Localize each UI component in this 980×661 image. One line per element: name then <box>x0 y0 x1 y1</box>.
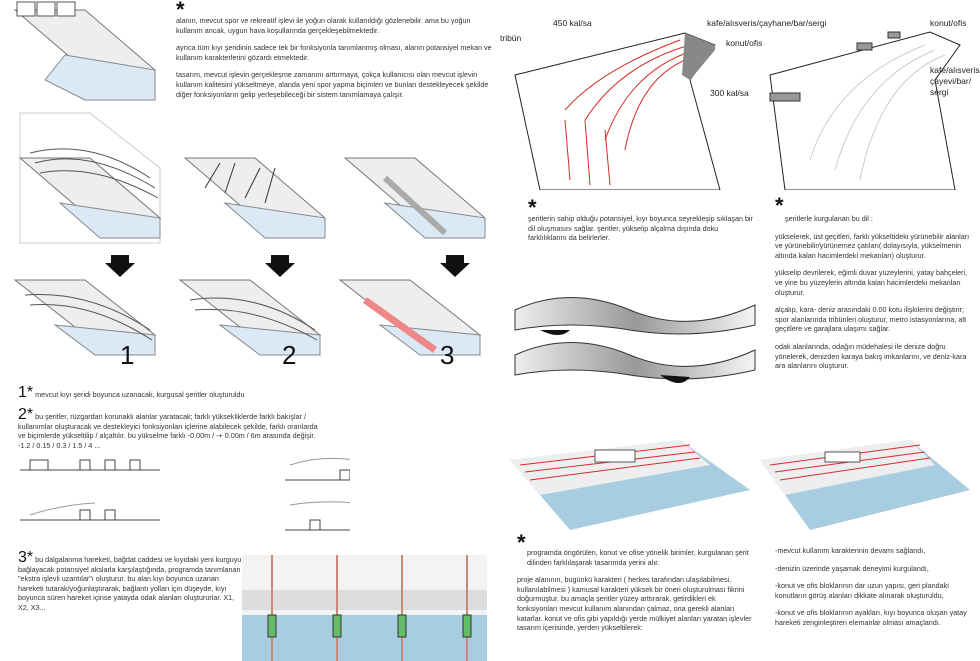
ribbon-illustration <box>514 297 756 384</box>
step-number: 1 <box>120 340 135 370</box>
axes-plan-diagram <box>242 555 487 661</box>
language-paragraph: odak alanlarında, odağın müdehalesi ile … <box>775 341 967 371</box>
label-450: 450 kal/sa <box>553 18 592 28</box>
note-number: 1* <box>18 384 34 401</box>
capacity-diagram <box>514 32 721 190</box>
arrow-down-icon <box>265 255 295 277</box>
label-kafe: kafe/alısveris/çayhane/bar/sergi <box>707 18 827 28</box>
results-list: -mevcut kullanım karakterinin devamı sağ… <box>775 546 975 636</box>
label-konut: konut/ofis <box>930 18 967 28</box>
result-item: -konut ve ofis bloklarının ayakları, kıy… <box>775 608 967 627</box>
label-tribun: tribün <box>500 33 522 43</box>
note-text: bu şeritler, rüzgardan korunaklı alanlar… <box>18 412 318 450</box>
label-300: 300 kal/sa <box>710 88 749 98</box>
program-text: programda öngörülen, konut ve ofise yöne… <box>517 548 757 641</box>
render-sea-1 <box>510 440 750 530</box>
note-3: 3* bu dalgalanma hareketi, bağdat caddes… <box>18 550 243 613</box>
intro-text: alanın, mevcut spor ve rekreatif işlevi … <box>176 16 496 107</box>
intro-paragraph: alanın, mevcut spor ve rekreatif işlevi … <box>176 16 471 35</box>
label-kafe: kafe/alısveris/ çayevi/bar/ sergi <box>930 65 980 97</box>
language-intro: şeritlerle kurgulanan bu dil : <box>785 214 873 223</box>
ribbon-star: * <box>528 195 537 220</box>
arrow-down-icon <box>440 255 470 277</box>
language-star: * <box>775 193 784 218</box>
step-number: 3 <box>440 340 455 370</box>
note-2: 2* bu şeritler, rüzgardan korunaklı alan… <box>18 407 318 450</box>
intro-paragraph: ayrıca tüm kıyı şeridinin sadece tek bir… <box>176 43 492 62</box>
label-konut: konut/ofis <box>726 38 763 48</box>
language-paragraph: alçalıp, kara- deniz arasındaki 0.00 kot… <box>775 305 966 334</box>
note-text: bu dalgalanma hareketi, bağdat caddesi v… <box>18 555 242 612</box>
program-paragraph: proje alanının, bugünkü karakteri ( herk… <box>517 575 752 633</box>
result-item: -denizin üzerinde yaşamak deneyimi kurgu… <box>775 563 929 573</box>
site-diagram-row3 <box>13 279 482 356</box>
program-diagram <box>769 31 961 190</box>
result-item: -konut ve ofis bloklarının dar uzun yapı… <box>775 581 949 600</box>
intro-star: * <box>176 0 185 22</box>
result-item: -mevcut kullanım karakterinin devamı sağ… <box>775 546 926 555</box>
language-paragraph: yükselerek, üst geçitleri, farklı yüksel… <box>775 231 970 260</box>
render-sea-2 <box>760 440 970 530</box>
language-text: şeritlerle kurgulanan bu dil : yükselere… <box>775 214 975 379</box>
note-number: 3* <box>18 549 34 566</box>
section-diagrams <box>20 457 350 531</box>
language-paragraph: yükselip devrilerek, eğimli duvar yüzeyl… <box>775 268 968 297</box>
ribbon-text: şeritlerin sahip olduğu potansiyel, kıyı… <box>528 214 753 243</box>
note-1: 1* mevcut kıyı şeridi boyunca uzanacak, … <box>18 385 488 401</box>
arrow-down-icon <box>105 255 135 277</box>
site-diagram-row2 <box>18 112 487 244</box>
note-text: mevcut kıyı şeridi boyunca uzanacak, kur… <box>35 390 245 399</box>
program-star: * <box>517 530 526 555</box>
site-diagram-initial <box>13 1 157 101</box>
step-number: 2 <box>282 340 297 370</box>
note-number: 2* <box>18 406 34 423</box>
intro-paragraph: tasarım, mevcut işlevin gerçekleşme zama… <box>176 70 489 99</box>
program-paragraph: programda öngörülen, konut ve ofise yöne… <box>527 548 749 567</box>
